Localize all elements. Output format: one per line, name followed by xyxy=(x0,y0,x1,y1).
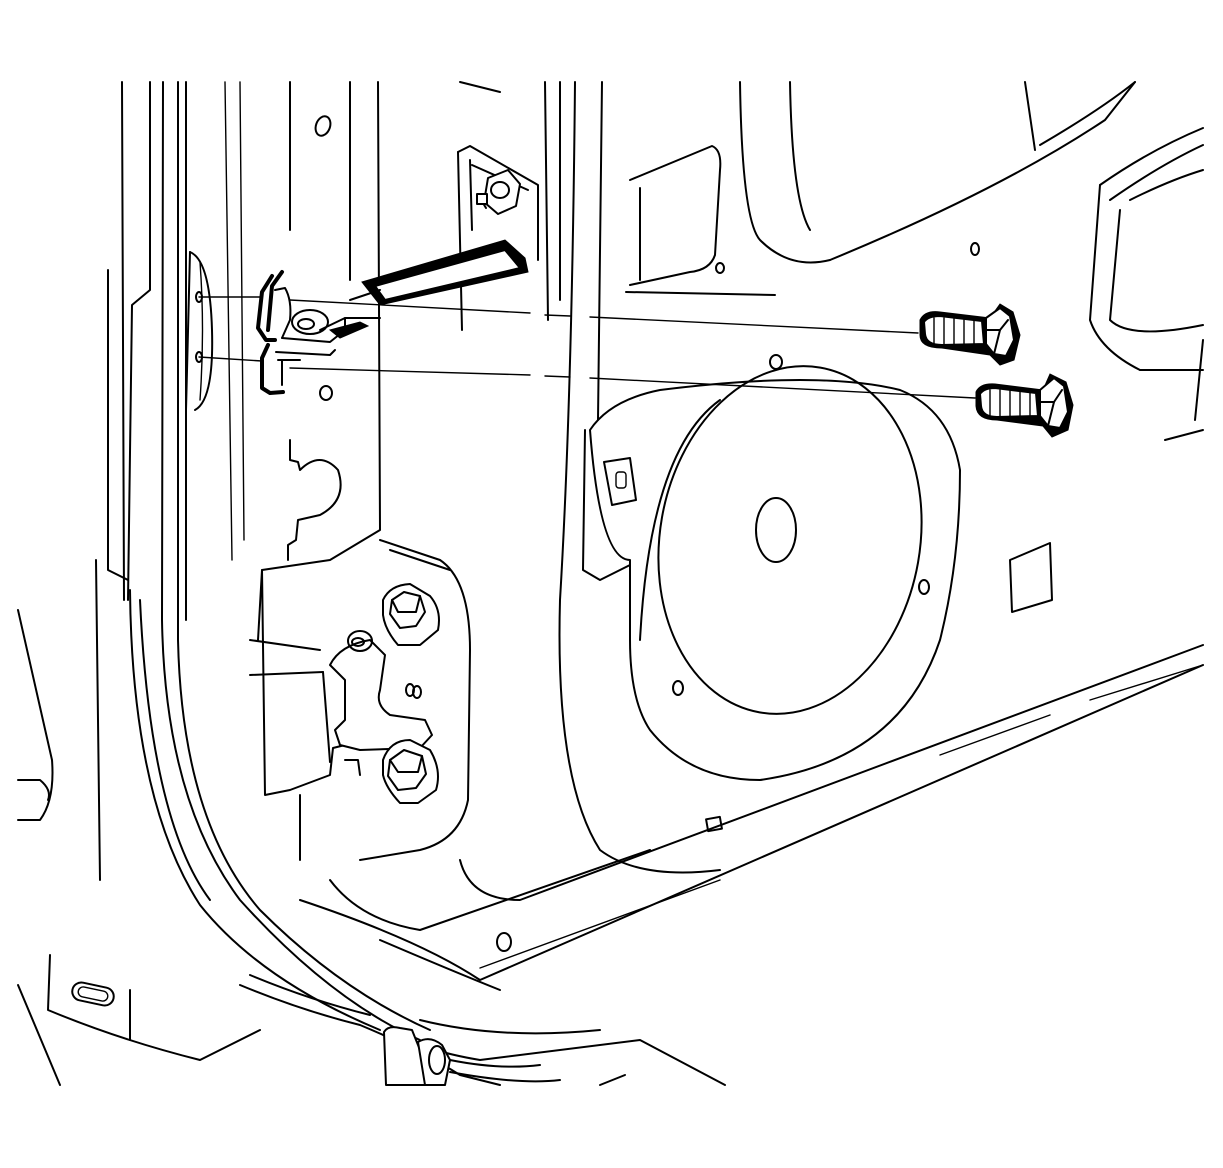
lower-door-hinge xyxy=(249,539,471,861)
door-frame-pillar xyxy=(95,81,431,1041)
panel-holes xyxy=(314,115,980,952)
speaker-opening xyxy=(582,365,961,781)
explode-leader-lines xyxy=(198,296,976,399)
panel-recess xyxy=(625,145,1053,613)
door-wiring-harness xyxy=(239,974,561,1086)
upper-door-hinge xyxy=(256,270,381,395)
hinge-bolt-lower xyxy=(975,373,1074,438)
door-inner-panel xyxy=(257,81,1204,1086)
rocker-panel xyxy=(17,609,261,1086)
hinge-mounting-holes xyxy=(185,251,342,561)
door-check-link xyxy=(349,145,539,331)
hinge-bolt-upper xyxy=(919,303,1021,366)
